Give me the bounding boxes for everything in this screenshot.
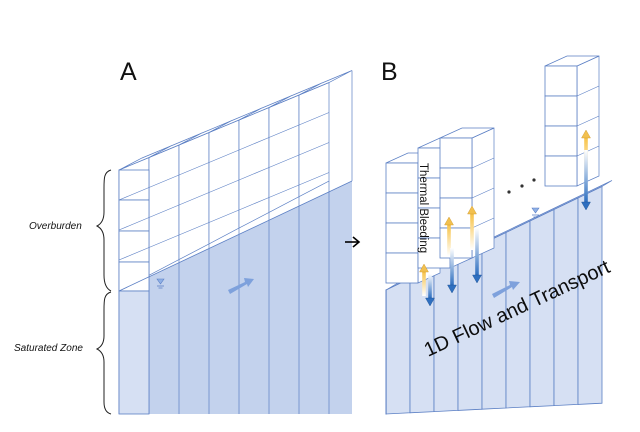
ellipsis-dots	[507, 178, 536, 194]
panel-b-overburden-columns	[385, 55, 600, 284]
heat-up-arrow-icon	[467, 205, 477, 250]
panel-b-flow-arrow-icon	[492, 281, 520, 298]
transition-arrow-icon	[345, 236, 361, 248]
panel-a-letter: A	[120, 58, 137, 86]
thermal-bleeding-label: Thermal Bleeding	[417, 163, 429, 253]
panel-b-water-table-icon	[531, 207, 540, 218]
panel-b-slab-cell	[577, 185, 603, 405]
overburden-label: Overburden	[29, 221, 82, 232]
cool-down-arrow-icon	[447, 248, 457, 294]
panel-a-dry-column	[268, 94, 300, 213]
heat-up-arrow-icon	[444, 216, 454, 256]
panel-a-water-table-line	[118, 180, 353, 292]
heat-exchange-arrows	[419, 129, 591, 307]
panel-b-letter: B	[381, 58, 398, 86]
saturated-zone-label: Saturated Zone	[14, 343, 83, 354]
panel-a-front-cell	[118, 169, 150, 201]
panel-a-saturated-front-cell	[118, 290, 150, 415]
panel-a-front-cell	[118, 230, 150, 263]
panel-a-flow-arrow-icon	[228, 278, 254, 294]
panel-a-dry-column	[298, 81, 330, 198]
cool-down-arrow-icon	[581, 150, 591, 211]
panel-a-water-table-icon	[156, 278, 165, 289]
panel-b-slab-cell	[385, 277, 411, 415]
panel-a-dry-column	[238, 106, 270, 229]
panel-a-block	[118, 70, 353, 415]
panel-b: B Thermal Bleeding 1D Flow and Transport	[381, 55, 614, 415]
panel-a-saturated-face	[119, 181, 352, 414]
cool-down-arrow-icon	[472, 228, 482, 284]
panel-a: A Overburden Saturated Zone	[14, 58, 353, 415]
panel-a-front-cell	[118, 199, 150, 232]
overburden-brace-icon	[95, 169, 112, 292]
panel-a-dry-column	[178, 131, 210, 261]
overburden-column-4	[544, 55, 600, 187]
panel-a-dry-column	[148, 144, 180, 276]
heat-up-arrow-icon	[419, 263, 429, 296]
panel-a-front-cell	[118, 261, 150, 292]
saturated-zone-brace-icon	[95, 291, 112, 415]
cool-down-arrow-icon	[425, 274, 435, 307]
